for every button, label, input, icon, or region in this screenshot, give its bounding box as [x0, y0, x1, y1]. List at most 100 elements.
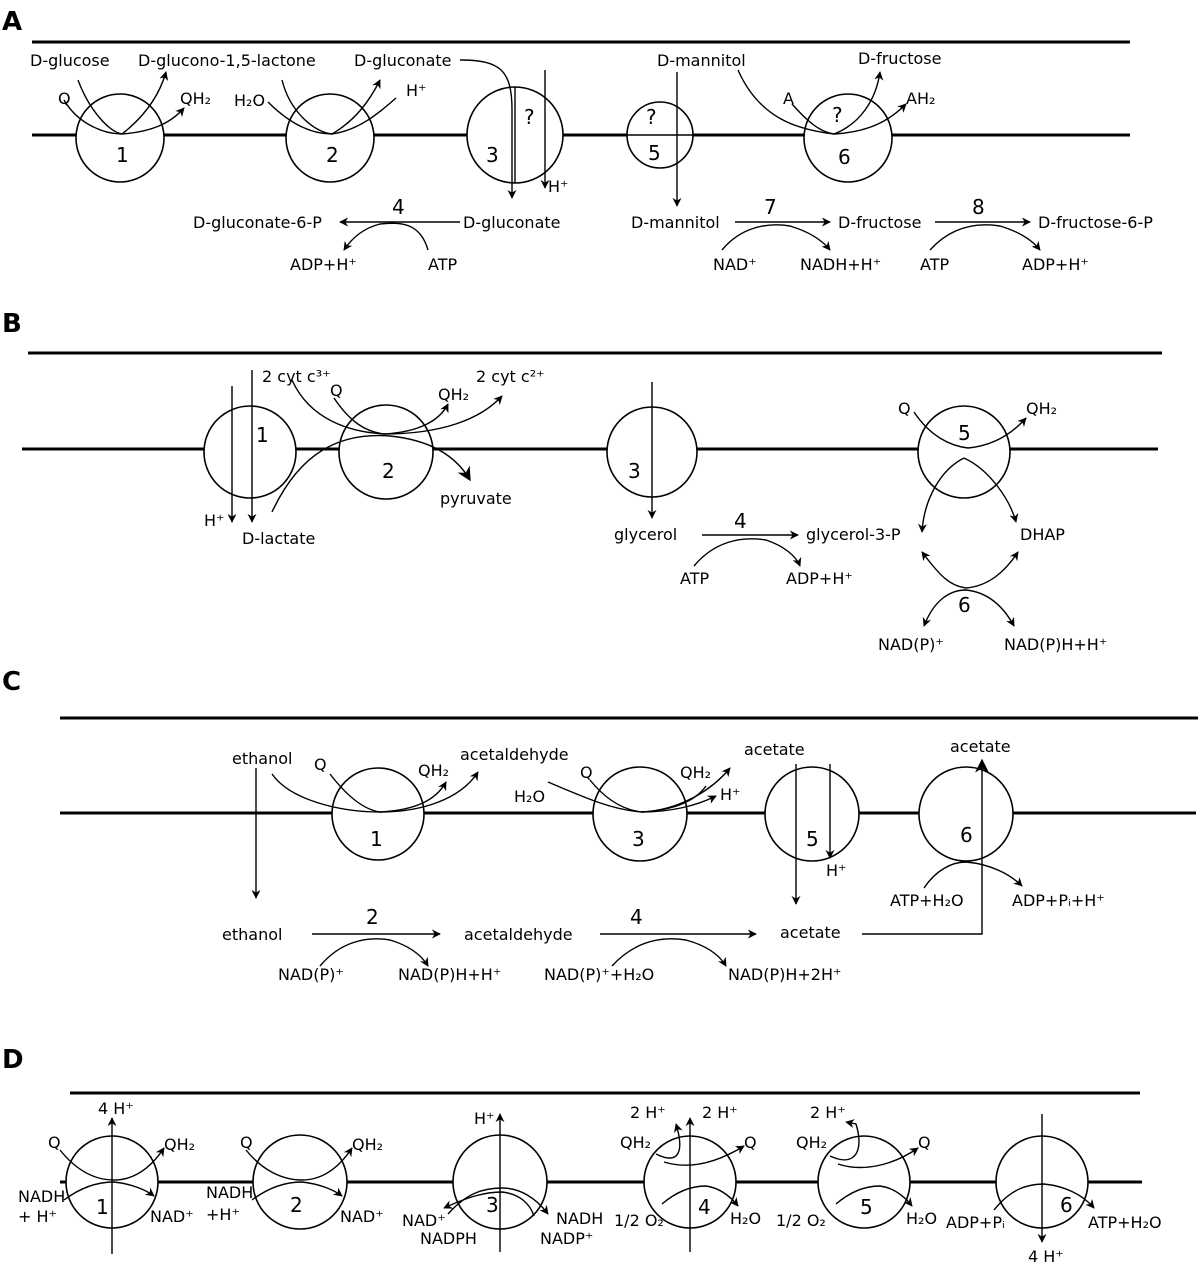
label-d-fructose-6-p: D-fructose-6-P: [1038, 213, 1153, 232]
enzyme-6-unknown: ?: [832, 103, 843, 127]
label-acetate-out: acetate: [950, 737, 1011, 756]
label-adp-h: ADP+H⁺: [786, 569, 853, 588]
label-d-glucose: D-glucose: [30, 51, 110, 70]
label-cyt-c2: 2 cyt c²⁺: [476, 367, 545, 386]
label-acetaldehyde-out: acetaldehyde: [460, 745, 569, 764]
reaction-arrow: [663, 1145, 745, 1166]
label-h2o: H₂O: [906, 1209, 937, 1228]
label-q: Q: [330, 381, 343, 400]
label-h2o: H₂O: [234, 91, 265, 110]
enzyme-2-number: 2: [366, 905, 379, 929]
enzyme-2-number: 2: [382, 459, 395, 483]
label-adp-h: ADP+H⁺: [290, 255, 357, 274]
label-4-h-plus: 4 H⁺: [98, 1099, 134, 1118]
reaction-arrow: [655, 1123, 683, 1159]
label-gluconate-6-p: D-gluconate-6-P: [193, 213, 322, 232]
enzyme-3-unknown: ?: [524, 105, 535, 129]
reaction-arrow: [319, 938, 429, 967]
reaction-arrow: [245, 1147, 353, 1181]
label-nadh: NADH: [206, 1183, 253, 1202]
label-d-gluconate-out: D-gluconate: [354, 51, 451, 70]
label-h-plus: H⁺: [548, 177, 568, 196]
enzyme-5-circle: [764, 766, 860, 862]
reaction-arrow: [267, 101, 333, 135]
enzyme-3-number: 3: [486, 1193, 499, 1217]
reaction-arrow: [611, 938, 727, 967]
panel-c-letter: C: [2, 667, 21, 697]
reaction-arrow: [281, 79, 333, 135]
enzyme-6-number: 6: [958, 593, 971, 617]
label-q: Q: [918, 1133, 931, 1152]
enzyme-4-number: 4: [698, 1195, 711, 1219]
enzyme-4-number: 4: [392, 195, 405, 219]
label-nadh: NADH: [556, 1209, 603, 1228]
reaction-arrow: [379, 771, 479, 813]
reaction-arrow: [63, 99, 123, 135]
label-q: Q: [240, 1133, 253, 1152]
label-d-mannitol-in: D-mannitol: [631, 213, 720, 232]
panel-d-letter: D: [2, 1045, 24, 1075]
reaction-arrow: [383, 395, 503, 435]
label-qh2: QH₂: [438, 385, 469, 404]
enzyme-3-number: 3: [632, 827, 645, 851]
label-half-o2: 1/2 O₂: [614, 1211, 664, 1230]
label-nadph-h: NAD(P)H+H⁺: [398, 965, 501, 984]
label-2-h-plus: 2 H⁺: [702, 1103, 738, 1122]
enzyme-8-number: 8: [972, 195, 985, 219]
enzyme-5-number: 5: [958, 421, 971, 445]
enzyme-3-number: 3: [486, 143, 499, 167]
reaction-arrow: [923, 861, 1023, 889]
reaction-arrow: [333, 397, 385, 435]
label-atp-h2o: ATP+H₂O: [1088, 1213, 1162, 1232]
label-atp-h2o: ATP+H₂O: [890, 891, 964, 910]
label-qh2: QH₂: [418, 761, 449, 780]
label-h2o: H₂O: [514, 787, 545, 806]
reaction-arrow: [383, 403, 449, 435]
label-nad: NAD⁺: [713, 255, 757, 274]
enzyme-1-number: 1: [96, 1195, 109, 1219]
reaction-arrow: [641, 767, 731, 813]
reaction-arrow: [837, 1147, 919, 1169]
label-q: Q: [580, 763, 593, 782]
enzyme-2-circle: [338, 404, 434, 500]
label-h-plus: H⁺: [204, 511, 224, 530]
label-qh2: QH₂: [180, 89, 211, 108]
label-d-gluconate-in: D-gluconate: [463, 213, 560, 232]
enzyme-5-number: 5: [648, 141, 661, 165]
label-cyt-c3: 2 cyt c³⁺: [262, 367, 331, 386]
reaction-arrow: [693, 538, 802, 567]
enzyme-5-number: 5: [806, 827, 819, 851]
reaction-arrow: [121, 71, 169, 135]
label-adp-pi: ADP+Pᵢ: [946, 1213, 1005, 1232]
label-ah2: AH₂: [906, 89, 935, 108]
reaction-arrow: [291, 379, 385, 435]
label-h-plus: H⁺: [720, 785, 740, 804]
reaction-arrow: [721, 224, 831, 251]
reaction-arrow: [331, 97, 397, 135]
panel-d: D 1 4 H⁺ Q QH₂ NADH + H⁺ NAD⁺ 2 Q QH₂ NA…: [2, 1045, 1162, 1266]
enzyme-4-number: 4: [630, 905, 643, 929]
enzyme-6-number: 6: [960, 823, 973, 847]
reaction-arrow: [833, 71, 884, 135]
reaction-arrow: [641, 795, 717, 813]
reaction-arrow: [77, 79, 123, 135]
label-adp-h: ADP+H⁺: [1022, 255, 1089, 274]
reaction-arrow: [913, 411, 1027, 449]
reaction-arrow: [829, 1119, 860, 1161]
transport-arrow: [862, 758, 989, 935]
label-d-fructose-out: D-fructose: [858, 49, 941, 68]
reaction-arrow: [833, 103, 907, 135]
label-glycerol: glycerol: [614, 525, 677, 544]
reaction-arrow: [121, 107, 185, 135]
label-qh2: QH₂: [1026, 399, 1057, 418]
enzyme-2-number: 2: [326, 143, 339, 167]
label-q: Q: [58, 89, 71, 108]
label-h-plus: + H⁺: [18, 1207, 57, 1226]
reaction-arrow: [271, 773, 381, 813]
label-nadh: NADH: [18, 1187, 65, 1206]
panel-b: B 1 H⁺ D-lactate 2 2 cyt c³⁺ 2 cyt c²⁺ Q…: [2, 309, 1162, 654]
reaction-arrow: [922, 589, 1015, 627]
transport-arrow: [459, 59, 517, 199]
enzyme-6-number: 6: [838, 145, 851, 169]
